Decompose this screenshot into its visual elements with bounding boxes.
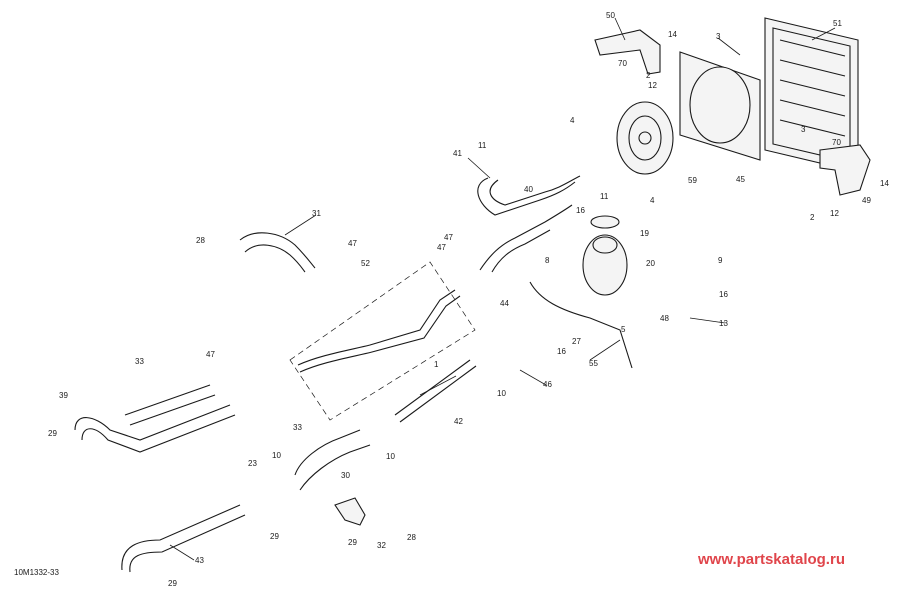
callout: 29	[270, 532, 279, 541]
hose-43-b	[129, 514, 246, 573]
callout: 19	[640, 229, 649, 238]
callout: 23	[248, 459, 257, 468]
callout: 31	[312, 209, 321, 218]
bracket-upper	[594, 29, 661, 75]
pipe-42-b	[399, 365, 477, 423]
callout: 5	[621, 325, 626, 334]
bracket-lower	[819, 144, 871, 196]
callout: 52	[361, 259, 370, 268]
callout: 2	[646, 71, 651, 80]
callout: 8	[545, 256, 550, 265]
callout: 59	[688, 176, 697, 185]
callout: 47	[206, 350, 215, 359]
diagram-code: 10M1332-33	[14, 568, 59, 577]
callout-labels: 50 14 51 3 70 2 12 4 3 70 4 45 59 14 2 1…	[48, 11, 889, 588]
elbow-32	[334, 497, 366, 526]
callout: 20	[646, 259, 655, 268]
upper-hoses	[477, 175, 581, 273]
hose-55	[529, 281, 633, 369]
callout: 41	[453, 149, 462, 158]
callout: 39	[59, 391, 68, 400]
callout: 33	[135, 357, 144, 366]
callout: 14	[880, 179, 889, 188]
callout: 70	[618, 59, 627, 68]
metal-pipe	[289, 261, 476, 421]
callout: 13	[719, 319, 728, 328]
callout: 28	[407, 533, 416, 542]
pipe-42	[394, 359, 471, 416]
callout: 2	[810, 213, 815, 222]
callout: 70	[832, 138, 841, 147]
callout: 40	[524, 185, 533, 194]
callout: 16	[576, 206, 585, 215]
callout: 49	[862, 196, 871, 205]
callout: 47	[444, 233, 453, 242]
callout: 10	[386, 452, 395, 461]
callout: 29	[348, 538, 357, 547]
hose-30	[294, 429, 361, 476]
callout: 1	[434, 360, 439, 369]
callout: 12	[648, 81, 657, 90]
callout: 10	[272, 451, 281, 460]
callout: 28	[196, 236, 205, 245]
callout: 47	[348, 239, 357, 248]
cooling-fan	[616, 101, 674, 175]
watermark: www.partskatalog.ru	[698, 551, 845, 568]
callout: 10	[497, 389, 506, 398]
callout: 14	[668, 30, 677, 39]
fan-shroud	[679, 51, 761, 161]
callout: 32	[377, 541, 386, 550]
callout: 42	[454, 417, 463, 426]
radiator	[764, 17, 859, 173]
callout: 51	[833, 19, 842, 28]
callout: 12	[830, 209, 839, 218]
callout: 55	[589, 359, 598, 368]
hose-31	[239, 232, 316, 269]
hose-31-inner	[244, 244, 306, 273]
hose-30-b	[299, 444, 371, 491]
hose-43	[121, 504, 241, 571]
callout: 29	[168, 579, 177, 588]
callout: 47	[437, 243, 446, 252]
lower-left-hoses	[74, 384, 236, 453]
callout: 9	[718, 256, 723, 265]
callout: 45	[736, 175, 745, 184]
coolant-reservoir	[582, 215, 628, 296]
callout: 11	[478, 141, 487, 150]
callout: 46	[543, 380, 552, 389]
callout: 4	[650, 196, 655, 205]
callout: 43	[195, 556, 204, 565]
callout: 3	[801, 125, 806, 134]
callout: 4	[570, 116, 575, 125]
callout: 27	[572, 337, 581, 346]
callout: 30	[341, 471, 350, 480]
callout: 33	[293, 423, 302, 432]
callout: 48	[660, 314, 669, 323]
callout: 16	[719, 290, 728, 299]
callout: 3	[716, 32, 721, 41]
callout: 16	[557, 347, 566, 356]
callout: 44	[500, 299, 509, 308]
callout: 11	[600, 192, 609, 201]
callout: 29	[48, 429, 57, 438]
leader-lines	[169, 17, 836, 561]
callout: 50	[606, 11, 615, 20]
